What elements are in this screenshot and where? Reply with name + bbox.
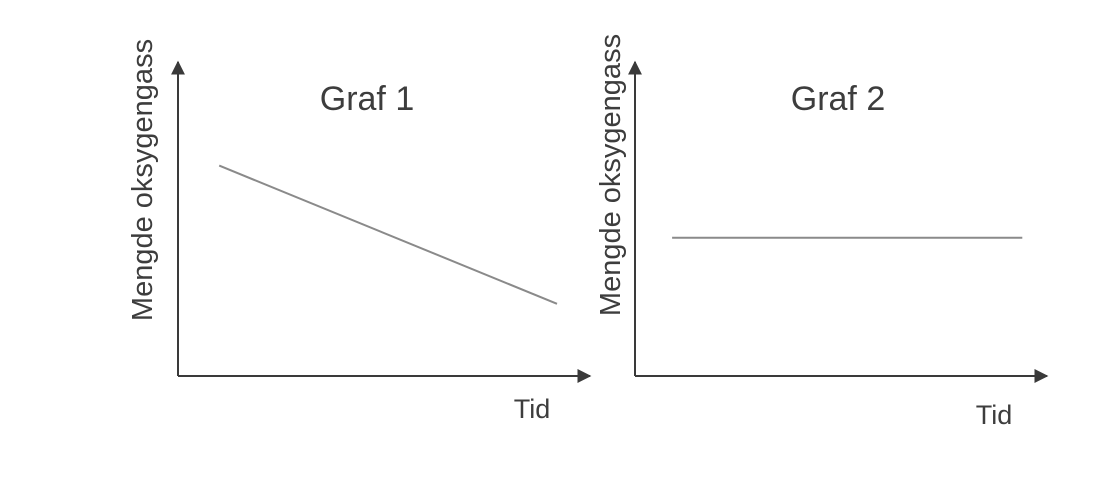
x-axis-label: Tid — [514, 394, 551, 424]
chart-title: Graf 2 — [791, 80, 885, 118]
chart-graf-2: Graf 2 Mengde oksygengass Tid — [595, 34, 1049, 430]
y-axis-label: Mengde oksygengass — [595, 34, 627, 316]
chart-title: Graf 1 — [320, 80, 414, 118]
y-axis-label: Mengde oksygengass — [127, 39, 159, 321]
series-line — [218, 164, 558, 305]
chart-graf-1: Graf 1 Mengde oksygengass Tid — [127, 39, 592, 424]
x-axis-label: Tid — [976, 400, 1013, 430]
series-layer — [218, 164, 558, 305]
